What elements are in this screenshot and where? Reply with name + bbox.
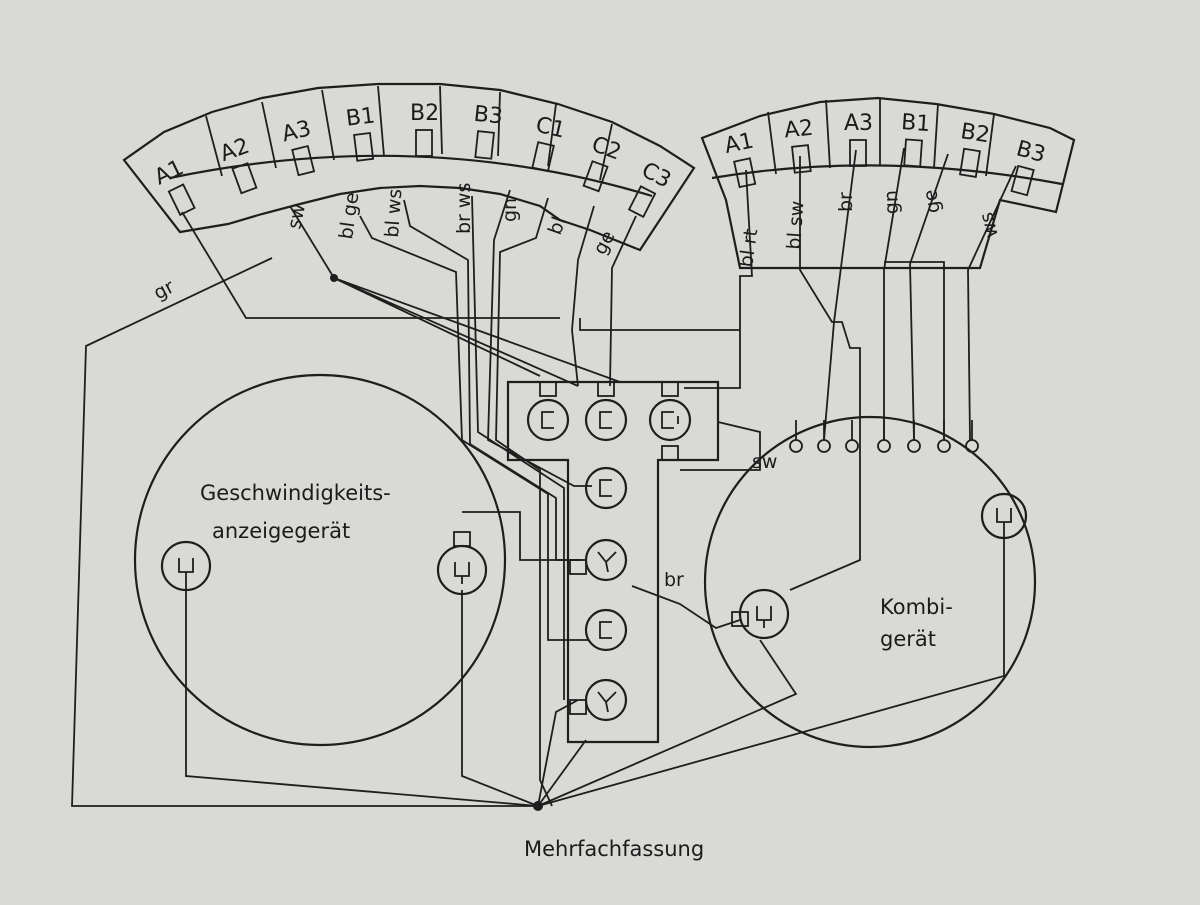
- br-wire-label: br: [664, 569, 684, 591]
- pin-divider: [933, 103, 939, 169]
- lamp-cap: [731, 611, 749, 627]
- pin-divider: [497, 91, 501, 157]
- lamp-cap: [597, 381, 615, 397]
- lamp-socket-6: [584, 608, 628, 652]
- speedometer-dial: [133, 373, 507, 747]
- right-pin-label: A1: [722, 129, 756, 159]
- pin-divider: [599, 123, 613, 181]
- wire-label-br-ws: br ws: [453, 183, 475, 234]
- right-pin-contact: [849, 139, 867, 167]
- lamp-socket-4: [584, 466, 628, 510]
- combi-lamp-right: [980, 492, 1028, 540]
- right-pin-contact: [903, 138, 923, 168]
- pin-divider: [439, 85, 443, 155]
- terminal-post: [845, 439, 859, 453]
- left-divider-group: [205, 85, 613, 181]
- combi-lamp-center: [738, 588, 790, 640]
- left-pin-contact: [353, 132, 375, 162]
- pin-divider: [261, 101, 277, 169]
- left-pin-contact: [167, 183, 196, 217]
- right-pin-b1: B1: [900, 110, 931, 168]
- lamp-cap: [569, 699, 587, 715]
- lamp-holder-plate: [506, 380, 720, 744]
- pin-divider: [321, 89, 335, 161]
- right-pin-b2: B2: [959, 119, 992, 178]
- wire-label-bl: bl: [544, 214, 571, 238]
- terminal-post: [907, 439, 921, 453]
- right-pin-contact: [959, 147, 981, 178]
- left-pin-contact: [474, 130, 495, 160]
- combi-gauge-dial: [703, 415, 1037, 749]
- lamp-cap: [539, 381, 557, 397]
- left-pin-label: B2: [410, 101, 439, 126]
- right-pin-a3: A3: [844, 111, 873, 167]
- terminal-post: [937, 439, 951, 453]
- lamp-group: [160, 381, 1028, 722]
- combi-label-line1: Kombi-: [880, 595, 953, 619]
- pin-divider: [205, 115, 223, 177]
- pin-divider: [547, 103, 557, 167]
- left-pin-contact: [415, 129, 433, 157]
- left-pin-contact: [291, 144, 316, 177]
- left-pin-label: B1: [345, 103, 377, 131]
- lamp-socket-2: [584, 398, 628, 442]
- wiring-harness: [71, 147, 1017, 811]
- pin-divider: [825, 99, 831, 169]
- left-pin-contact: [582, 160, 609, 193]
- right-pin-a2: A2: [783, 116, 815, 174]
- wire-label-bl-ws: bl ws: [381, 188, 406, 238]
- lamp-socket-3: [648, 398, 692, 442]
- terminal-post: [789, 439, 803, 453]
- right-pin-label: A3: [844, 111, 873, 136]
- lamp-cap: [569, 559, 587, 575]
- right-pin-contact: [1010, 164, 1035, 197]
- lamp-socket-1: [526, 398, 570, 442]
- speedometer-lamp-left: [160, 540, 212, 592]
- left-wire-labels: gr sw bl ge bl ws br ws gn bl ge: [150, 183, 620, 305]
- terminal-post: [817, 439, 831, 453]
- right-divider-group: [767, 98, 995, 177]
- multi-socket-label: Mehrfachfassung: [524, 837, 704, 861]
- left-pin-b2: B2: [410, 101, 439, 157]
- sw-terminal-label: sw: [752, 451, 777, 473]
- lamp-cap: [453, 531, 471, 547]
- right-pin-label: B1: [900, 110, 931, 137]
- terminal-post: [965, 439, 979, 453]
- combi-label-line2: gerät: [880, 627, 936, 651]
- lamp-cap: [661, 381, 679, 397]
- pin-divider: [985, 113, 995, 177]
- pin-divider: [377, 85, 385, 157]
- left-pin-b1: B1: [345, 103, 377, 162]
- wire-label-gn-right: gn: [880, 190, 903, 215]
- pin-divider: [767, 111, 777, 175]
- wire-label-bl-sw: bl sw: [783, 200, 808, 250]
- left-pin-contact: [627, 185, 657, 219]
- speedometer-label-line1: Geschwindigkeits-: [200, 481, 391, 505]
- wire-label-gn: gn: [499, 198, 521, 222]
- right-pin-contact: [791, 144, 812, 174]
- wire-label-br: br: [835, 192, 857, 212]
- right-pin-label: A2: [783, 116, 815, 144]
- left-pin-contact: [231, 162, 258, 195]
- terminal-group: [789, 420, 979, 453]
- lamp-cap: [661, 445, 679, 461]
- left-pin-contact: [531, 141, 555, 173]
- right-pin-label: B2: [959, 119, 992, 148]
- speedometer-label-line2: anzeigegerät: [212, 519, 350, 543]
- left-pin-c1: C1: [531, 113, 567, 173]
- terminal-post: [877, 439, 891, 453]
